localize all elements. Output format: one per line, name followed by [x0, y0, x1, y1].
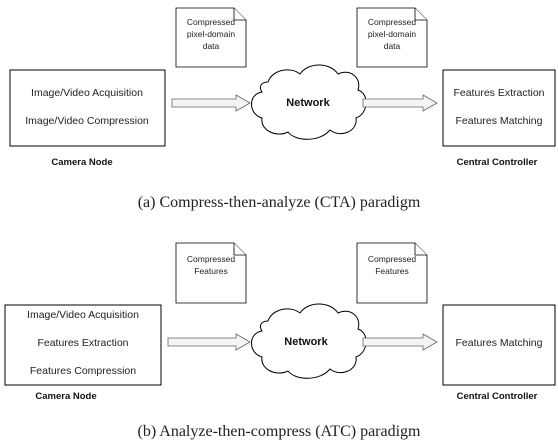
cta-note-right-line-3: data — [384, 41, 401, 51]
cta-camera-node-label: Camera Node — [51, 157, 112, 168]
cta-note-left-line-1: Compressed — [187, 17, 235, 27]
atc-arrow-right — [362, 333, 438, 351]
atc-network-label: Network — [284, 336, 328, 348]
cta-note-right-line-2: pixel-domain — [368, 29, 416, 39]
atc-network-cloud: Network — [251, 303, 367, 379]
cta-controller-box-line-2: Features Matching — [456, 115, 543, 127]
atc-diagram: Image/Video Acquisition Features Extract… — [4, 242, 556, 440]
cta-note-left-line-3: data — [203, 41, 220, 51]
cta-network-cloud: Network — [251, 64, 367, 140]
cta-diagram: Image/Video Acquisition Image/Video Comp… — [9, 7, 556, 211]
cta-camera-node-box: Image/Video Acquisition Image/Video Comp… — [9, 69, 166, 147]
cta-arrow-left — [171, 94, 251, 112]
cta-controller-label: Central Controller — [457, 157, 538, 168]
atc-camera-box-line-3: Features Compression — [30, 365, 136, 377]
atc-note-left-line-2: Features — [194, 266, 228, 276]
atc-camera-box-line-2: Features Extraction — [37, 337, 128, 349]
atc-arrow-left — [167, 333, 251, 351]
atc-note-right-line-2: Features — [375, 266, 409, 276]
atc-controller-box: Features Matching — [442, 304, 556, 386]
cta-camera-box-line-2: Image/Video Compression — [25, 115, 149, 127]
atc-note-left: Compressed Features — [175, 242, 247, 304]
cta-note-right-line-1: Compressed — [368, 17, 416, 27]
cta-note-left: Compressed pixel-domain data — [175, 7, 247, 68]
atc-camera-node-box: Image/Video Acquisition Features Extract… — [4, 304, 162, 386]
atc-camera-node-label: Camera Node — [35, 391, 96, 402]
cta-controller-box: Features Extraction Features Matching — [442, 69, 556, 147]
cta-controller-box-line-1: Features Extraction — [453, 87, 544, 99]
atc-note-left-line-1: Compressed — [187, 254, 235, 264]
cta-arrow-right — [362, 94, 438, 112]
atc-note-right-line-1: Compressed — [368, 254, 416, 264]
atc-controller-label: Central Controller — [457, 391, 538, 402]
atc-caption: (b) Analyze-then-compress (ATC) paradigm — [137, 423, 421, 440]
cta-note-right: Compressed pixel-domain data — [356, 7, 428, 68]
atc-controller-box-line-1: Features Matching — [456, 337, 543, 349]
cta-network-label: Network — [286, 97, 330, 109]
atc-note-right: Compressed Features — [356, 242, 428, 304]
cta-camera-box-line-1: Image/Video Acquisition — [31, 87, 143, 99]
cta-note-left-line-2: pixel-domain — [187, 29, 235, 39]
cta-caption: (a) Compress-then-analyze (CTA) paradigm — [138, 194, 421, 211]
atc-camera-box-line-1: Image/Video Acquisition — [27, 309, 139, 321]
